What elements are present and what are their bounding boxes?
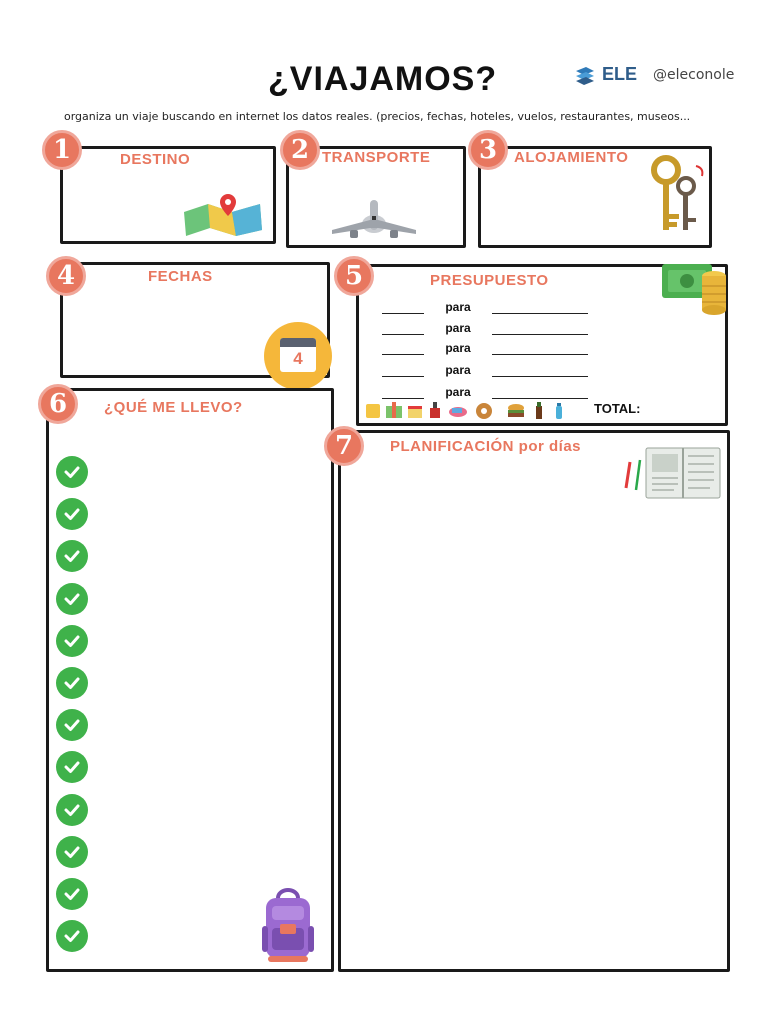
checkmark-icon[interactable]	[56, 456, 88, 488]
checkmark-icon[interactable]	[56, 878, 88, 910]
checkmark-icon[interactable]	[56, 667, 88, 699]
budget-concept-line[interactable]	[492, 342, 588, 355]
budget-amount-line[interactable]	[382, 301, 424, 314]
map-pin-icon	[184, 194, 262, 236]
budget-amount-line[interactable]	[382, 364, 424, 377]
brand-handle: @eleconole	[653, 66, 735, 83]
keys-icon	[651, 155, 704, 230]
checkmark-icon[interactable]	[56, 751, 88, 783]
alojamiento-heading: ALOJAMIENTO	[514, 149, 629, 166]
checkmark-icon[interactable]	[56, 709, 88, 741]
checkmark-icon[interactable]	[56, 540, 88, 572]
que-me-llevo-box[interactable]	[46, 388, 334, 972]
fechas-heading: FECHAS	[148, 268, 213, 285]
budget-concept-line[interactable]	[492, 386, 588, 399]
presupuesto-heading: PRESUPUESTO	[430, 272, 549, 289]
checkmark-icon[interactable]	[56, 794, 88, 826]
budget-para-label: para	[445, 321, 471, 335]
budget-concept-line[interactable]	[492, 322, 588, 335]
brand-name: ELE	[602, 64, 638, 84]
budget-row[interactable]: para	[382, 321, 588, 335]
planificacion-box[interactable]	[338, 430, 730, 972]
section-number-6: 6	[38, 384, 78, 424]
section-number-7: 7	[324, 426, 364, 466]
backpack-icon	[262, 888, 314, 962]
page-title: ¿VIAJAMOS?	[268, 60, 498, 98]
budget-para-label: para	[445, 300, 471, 314]
calendar-day: 4	[293, 349, 303, 368]
instructions-text: organiza un viaje buscando en internet l…	[64, 110, 691, 123]
section-number-5: 5	[334, 256, 374, 296]
budget-para-label: para	[445, 363, 471, 377]
budget-row[interactable]: para	[382, 341, 588, 355]
section-number-4: 4	[46, 256, 86, 296]
budget-amount-line[interactable]	[382, 322, 424, 335]
brand-logo-icon	[576, 66, 594, 85]
section-number-1: 1	[42, 130, 82, 170]
money-coins-icon	[662, 264, 726, 315]
budget-para-label: para	[445, 385, 471, 399]
budget-amount-line[interactable]	[382, 342, 424, 355]
brand-logo: ELE @eleconole	[574, 64, 734, 85]
budget-total-label: TOTAL:	[594, 401, 641, 416]
checkmark-icon[interactable]	[56, 920, 88, 952]
calendar-icon: 4	[264, 322, 332, 390]
checkmark-icon[interactable]	[56, 836, 88, 868]
que-me-llevo-heading: ¿QUÉ ME LLEVO?	[104, 399, 243, 416]
destino-box[interactable]	[60, 146, 276, 244]
budget-row[interactable]: para	[382, 385, 588, 399]
transporte-heading: TRANSPORTE	[322, 149, 431, 166]
budget-items-icon	[366, 402, 562, 419]
budget-concept-line[interactable]	[492, 301, 588, 314]
budget-row[interactable]: para	[382, 363, 588, 377]
budget-concept-line[interactable]	[492, 364, 588, 377]
notebook-icon	[624, 447, 721, 499]
checkmark-icon[interactable]	[56, 498, 88, 530]
checkmark-icon[interactable]	[56, 583, 88, 615]
section-number-3: 3	[468, 130, 508, 170]
checkmark-icon[interactable]	[56, 625, 88, 657]
budget-amount-line[interactable]	[382, 386, 424, 399]
budget-row[interactable]: para	[382, 300, 588, 314]
destino-heading: DESTINO	[120, 151, 191, 168]
budget-para-label: para	[445, 341, 471, 355]
section-number-2: 2	[280, 130, 320, 170]
airplane-icon	[332, 200, 416, 238]
planificacion-heading: PLANIFICACIÓN por días	[390, 438, 582, 455]
